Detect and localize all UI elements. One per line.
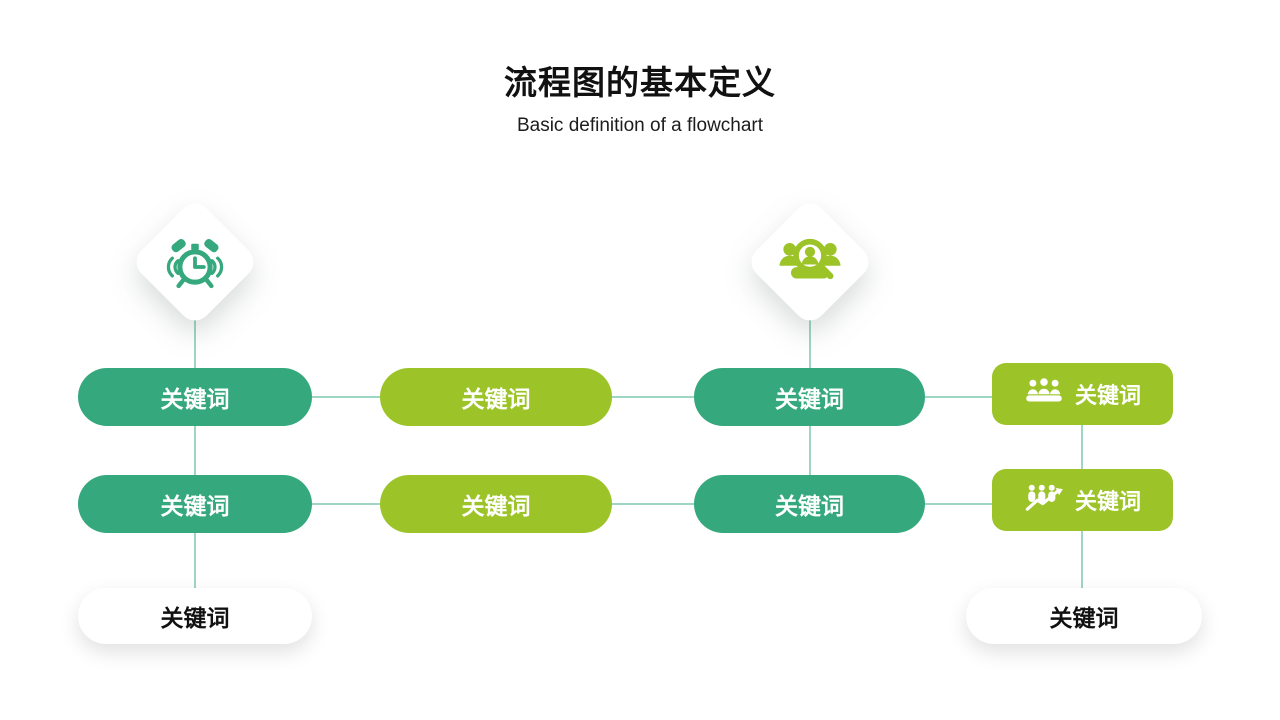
connector-row2-p2-p3 (612, 503, 694, 505)
page-title: 流程图的基本定义 (504, 64, 776, 101)
connector-row1-p1-p2 (312, 396, 380, 398)
keyword-label: 关键词 (461, 386, 531, 412)
keyword-label: 关键词 (1049, 605, 1119, 631)
connector-row2-p1-p2 (312, 503, 380, 505)
connector-col4-row2-row3 (1081, 531, 1083, 589)
keyword-label: 关键词 (160, 386, 230, 412)
alarm-clock-icon (162, 233, 228, 291)
page-subtitle: Basic definition of a flowchart (516, 115, 764, 136)
connector-col1-row2-row3 (194, 533, 196, 590)
diamond-node-audience (744, 196, 876, 328)
people-growth-icon (1024, 483, 1064, 518)
keyword-label: 关键词 (160, 493, 230, 519)
keyword-label: 关键词 (461, 493, 531, 519)
keyword-label: 关键词 (775, 493, 844, 519)
keyword-node-white: 关键词 (78, 588, 312, 644)
people-search-icon (777, 235, 843, 289)
connector-row1-p2-p3 (612, 396, 694, 398)
keyword-card-growth: 关键词 (992, 469, 1173, 531)
connector-col1-row1-row2 (194, 426, 196, 476)
keyword-node: 关键词 (78, 368, 312, 426)
keyword-node-white: 关键词 (966, 588, 1202, 644)
diamond-shape (129, 196, 261, 328)
connector-col4-row1-row2 (1081, 425, 1083, 469)
keyword-node: 关键词 (694, 368, 925, 426)
keyword-node: 关键词 (380, 475, 612, 533)
keyword-node: 关键词 (380, 368, 612, 426)
keyword-label: 关键词 (775, 386, 844, 412)
keyword-label: 关键词 (1074, 489, 1141, 514)
connector-row1-p3-card (925, 396, 992, 398)
meeting-icon (1024, 377, 1064, 412)
keyword-node: 关键词 (78, 475, 312, 533)
keyword-label: 关键词 (160, 605, 230, 631)
keyword-label: 关键词 (1074, 383, 1141, 408)
keyword-node: 关键词 (694, 475, 925, 533)
diamond-shape (744, 196, 876, 328)
keyword-card-meeting: 关键词 (992, 363, 1173, 425)
connector-col3-row1-row2 (809, 426, 811, 476)
diamond-node-time (129, 196, 261, 328)
connector-row2-p3-card (925, 503, 992, 505)
